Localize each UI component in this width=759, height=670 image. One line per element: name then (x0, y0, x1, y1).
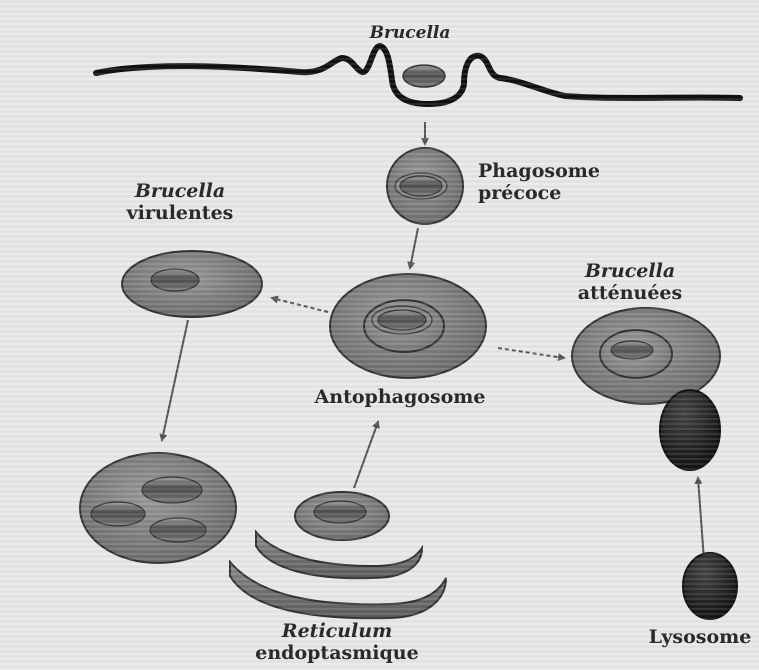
label-autophagosome: Antophagosome (300, 386, 500, 408)
label-reticulum-sub: endoptasmique (232, 642, 442, 664)
label-virulent-title: Brucella (100, 180, 260, 202)
label-attenuated-sub: atténuées (560, 282, 700, 304)
arrow-lysosome (698, 478, 704, 560)
label-virulent-sub: virulentes (100, 202, 260, 224)
early-phagosome (387, 148, 463, 224)
arrow-to-autophagosome (410, 228, 418, 268)
label-attenuated-title: Brucella (560, 260, 700, 282)
arrow-to-virulent (272, 298, 328, 312)
virulent-vacuole (122, 251, 262, 317)
label-reticulum: Reticulum endoptasmique (232, 620, 442, 664)
label-reticulum-title: Reticulum (232, 620, 442, 642)
autophagosome (330, 274, 486, 378)
arrow-to-attenuated (498, 348, 564, 358)
label-virulent: Brucella virulentes (100, 180, 260, 224)
label-lysosome: Lysosome (640, 626, 759, 648)
arrow-er-to-autophagosome (354, 422, 378, 488)
endoplasmic-reticulum (230, 532, 446, 618)
label-attenuated: Brucella atténuées (560, 260, 700, 304)
lysosome (683, 553, 737, 619)
label-early-phagosome: Phagosome précoce (478, 160, 618, 204)
er-vacuole (295, 492, 389, 540)
arrow-to-replicative (162, 320, 188, 440)
entering-bacterium (403, 65, 445, 87)
fusing-lysosome (660, 390, 720, 470)
label-brucella-top: Brucella (330, 22, 490, 44)
replicative-vacuole (80, 453, 236, 563)
attenuated-vacuole (572, 308, 720, 404)
